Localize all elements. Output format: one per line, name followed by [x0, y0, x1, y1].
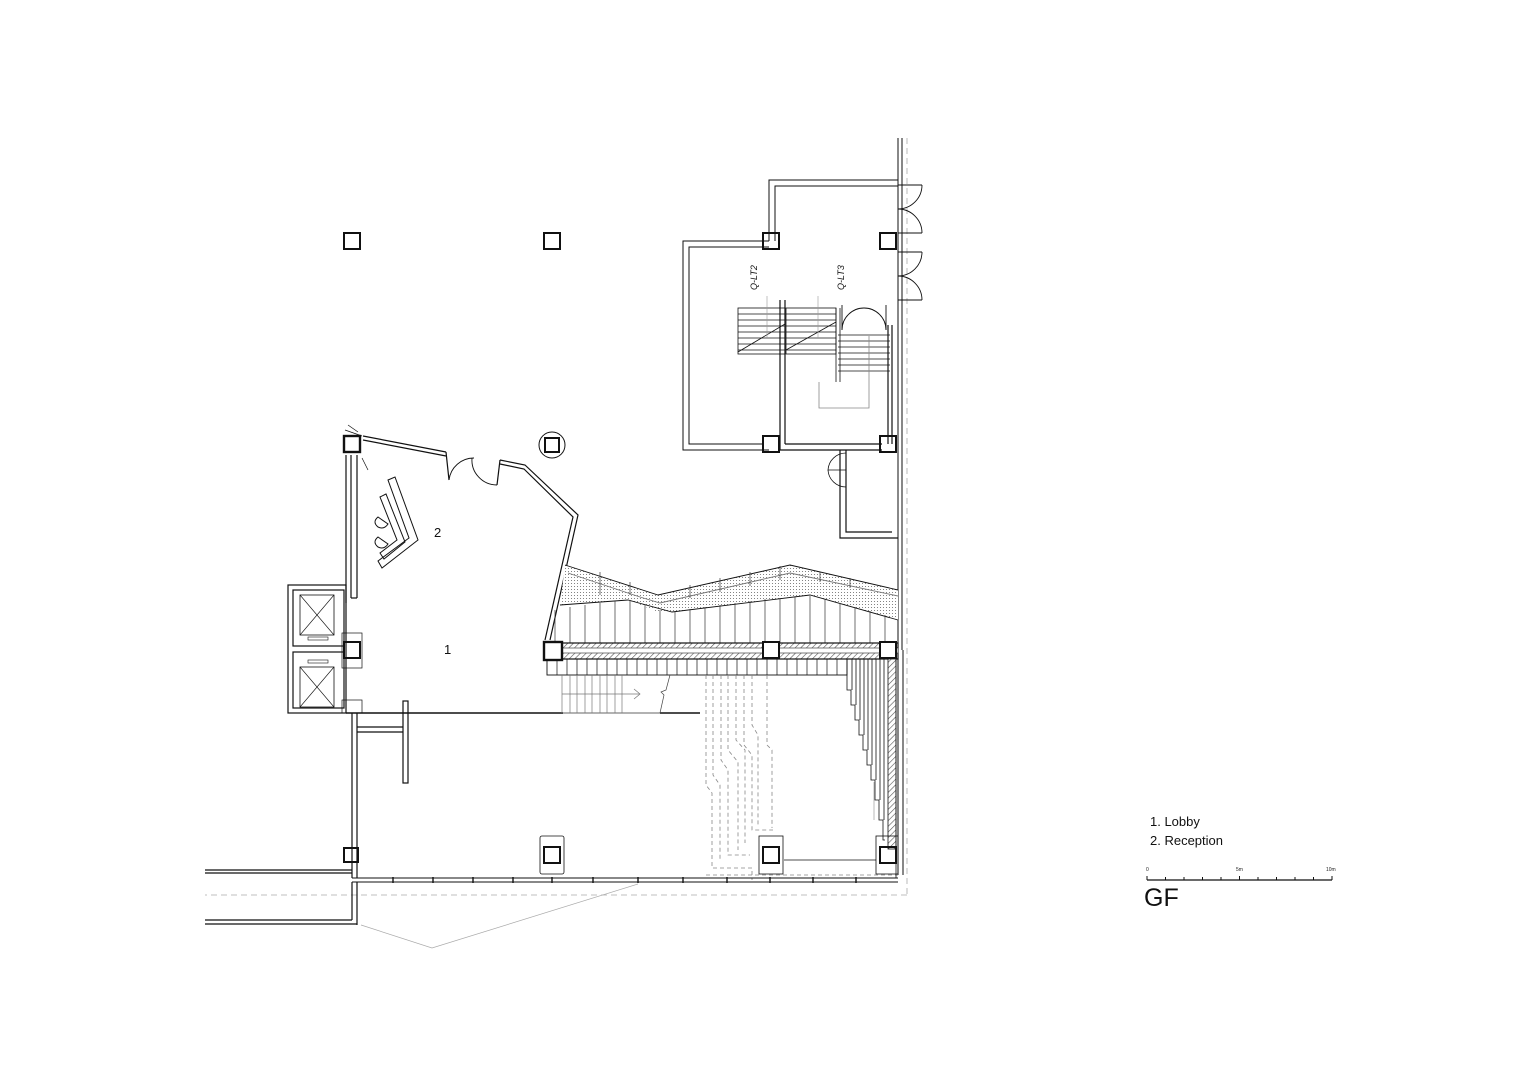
- stair-treads: [737, 296, 890, 409]
- lobby-south-wall: [346, 700, 700, 878]
- scale-label-end: 10m: [1326, 867, 1336, 873]
- drawing-title: GF: [1144, 884, 1179, 912]
- stair-door: [841, 305, 887, 331]
- glazing-grid: [554, 566, 886, 643]
- structural-columns: [342, 232, 897, 864]
- east-entrance-doors: [897, 184, 923, 301]
- reception-desk: [374, 476, 419, 569]
- legend: 1. Lobby 2. Reception: [1150, 812, 1223, 850]
- room-label-reception: 2: [434, 525, 441, 540]
- stair-core: [682, 179, 898, 451]
- dashed-route: [705, 675, 898, 880]
- legend-item-reception: 2. Reception: [1150, 833, 1223, 848]
- stepped-terrace: [846, 658, 897, 878]
- room-label-lobby: 1: [444, 642, 451, 657]
- beam-segments: [556, 659, 838, 675]
- main-beam: [546, 642, 899, 676]
- east-facade: [205, 138, 908, 896]
- lobby-stair: [561, 674, 671, 714]
- scale-bar-graphic: [1146, 876, 1333, 881]
- lift-label-q-lt3: Q-LT3: [836, 265, 846, 290]
- lift-label-q-lt2: Q-LT2: [749, 265, 759, 290]
- service-room: [827, 450, 898, 539]
- legend-item-lobby: 1. Lobby: [1150, 814, 1200, 829]
- column-casings: [341, 632, 899, 875]
- reception-enclosure: [344, 424, 579, 641]
- scale-bar: 0 5m 10m: [1146, 867, 1336, 884]
- scale-label-mid: 5m: [1236, 867, 1243, 873]
- lift-shafts: [287, 584, 347, 714]
- south-facade: [205, 782, 898, 949]
- zigzag-canopy: [559, 564, 899, 621]
- scale-label-start: 0: [1146, 867, 1149, 873]
